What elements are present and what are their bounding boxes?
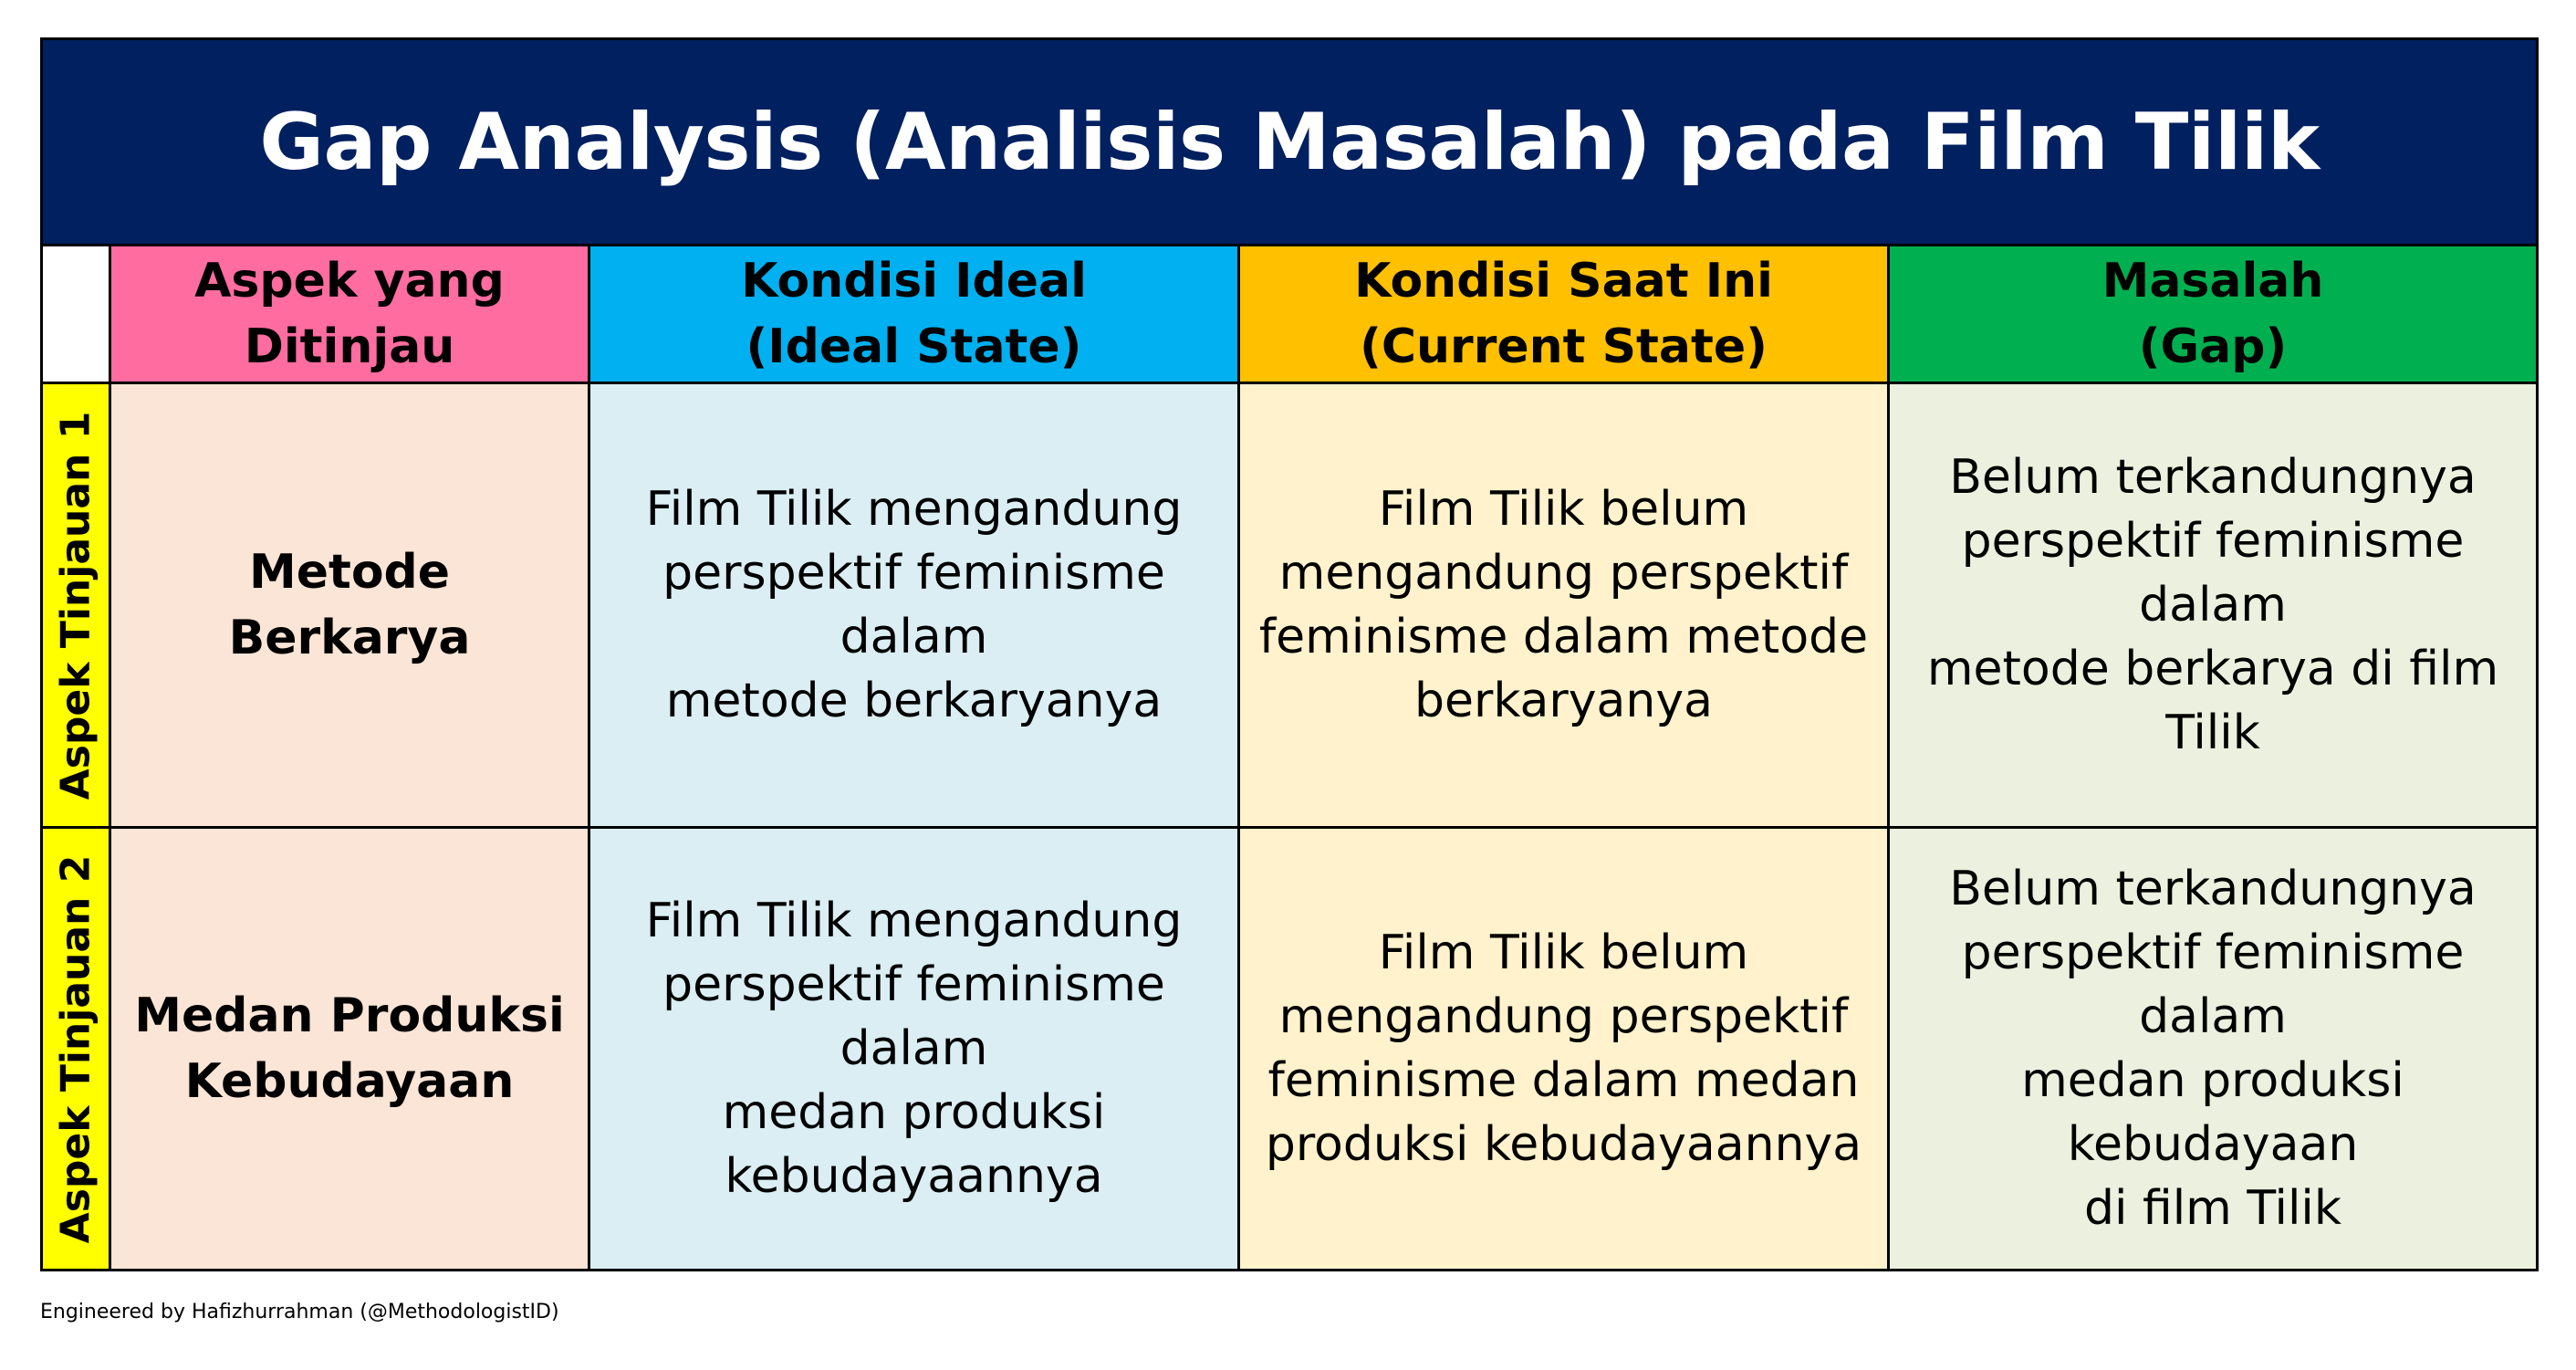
- current-state-cell: Film Tilik belum mengandung perspektif f…: [1240, 829, 1890, 1269]
- ideal-state-cell: Film Tilik mengandung perspektif feminis…: [590, 384, 1240, 829]
- row-label: Aspek Tinjauan 1: [52, 411, 99, 800]
- row-label: Aspek Tinjauan 2: [52, 854, 99, 1243]
- header-gap: Masalah (Gap): [1890, 246, 2536, 384]
- gap-cell: Belum terkandungnya perspektif feminisme…: [1890, 384, 2536, 829]
- header-current-state: Kondisi Saat Ini (Current State): [1240, 246, 1890, 384]
- row-label-cell: Aspek Tinjauan 2: [43, 829, 111, 1269]
- title-bar: Gap Analysis (Analisis Masalah) pada Fil…: [43, 40, 2536, 246]
- row-label-cell: Aspek Tinjauan 1: [43, 384, 111, 829]
- header-blank-cell: [43, 246, 111, 384]
- ideal-state-cell: Film Tilik mengandung perspektif feminis…: [590, 829, 1240, 1269]
- header-aspek: Aspek yang Ditinjau: [111, 246, 590, 384]
- current-state-cell: Film Tilik belum mengandung perspektif f…: [1240, 384, 1890, 829]
- page-title: Gap Analysis (Analisis Masalah) pada Fil…: [259, 96, 2320, 188]
- credit-text: Engineered by Hafizhurrahman (@Methodolo…: [40, 1301, 559, 1323]
- gap-analysis-table: Gap Analysis (Analisis Masalah) pada Fil…: [40, 37, 2539, 1271]
- table-grid: Aspek yang Ditinjau Kondisi Ideal (Ideal…: [43, 246, 2536, 1269]
- header-ideal-state: Kondisi Ideal (Ideal State): [590, 246, 1240, 384]
- aspect-cell: Metode Berkarya: [111, 384, 590, 829]
- aspect-cell: Medan Produksi Kebudayaan: [111, 829, 590, 1269]
- gap-cell: Belum terkandungnya perspektif feminisme…: [1890, 829, 2536, 1269]
